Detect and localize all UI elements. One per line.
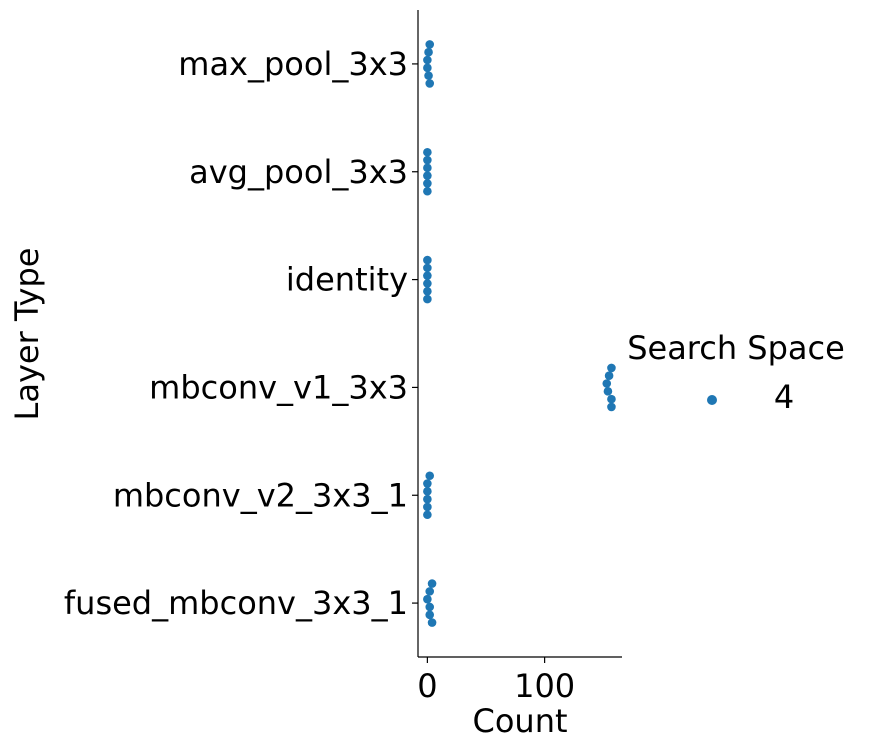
data-point	[423, 55, 432, 65]
data-point	[425, 587, 435, 596]
data-point	[425, 602, 435, 612]
data-point	[423, 171, 432, 180]
data-point	[423, 271, 432, 280]
y-tick-label-fused-mbconv-3x3-1: fused_mbconv_3x3_1	[64, 584, 408, 622]
data-point	[425, 40, 435, 49]
data-point	[427, 618, 437, 627]
data-point	[424, 47, 433, 57]
y-tick-label-avg-pool-3x3: avg_pool_3x3	[189, 153, 408, 191]
data-point	[607, 394, 616, 404]
data-point	[423, 147, 432, 157]
data-point	[423, 502, 432, 512]
data-point	[425, 471, 435, 481]
data-point	[425, 79, 435, 88]
legend-marker	[707, 395, 717, 405]
data-point	[423, 155, 432, 165]
data-point	[602, 379, 612, 388]
data-point	[423, 279, 432, 288]
data-point	[423, 186, 432, 196]
y-tick-label-max-pool-3x3: max_pool_3x3	[178, 45, 408, 83]
x-axis: 0 100	[417, 656, 622, 705]
legend-label: 4	[774, 378, 794, 416]
data-point	[423, 163, 432, 173]
data-point	[423, 510, 432, 520]
data-point	[423, 494, 432, 504]
data-point	[423, 594, 432, 604]
data-point	[423, 294, 432, 304]
data-point	[423, 286, 432, 296]
legend: Search Space 4	[627, 329, 845, 416]
data-point	[607, 402, 616, 412]
x-axis-title: Count	[472, 702, 567, 740]
data-point	[427, 579, 437, 588]
x-tick-label: 0	[417, 667, 437, 705]
data-points	[423, 40, 616, 627]
data-point	[425, 610, 435, 620]
data-point	[423, 487, 432, 496]
data-point	[423, 479, 432, 488]
y-tick-label-identity: identity	[286, 261, 408, 299]
data-point	[607, 363, 616, 373]
x-tick-label: 100	[514, 667, 575, 705]
y-axis-title: Layer Type	[8, 248, 46, 421]
data-point	[423, 179, 432, 188]
data-point	[423, 263, 432, 273]
data-point	[423, 63, 432, 73]
y-tick-label-mbconv-v1-3x3: mbconv_v1_3x3	[149, 368, 408, 406]
data-point	[603, 387, 613, 396]
y-axis: max_pool_3x3 avg_pool_3x3 identity mbconv_v…	[64, 10, 419, 657]
data-point	[604, 371, 614, 381]
y-tick-label-mbconv-v2-3x3-1: mbconv_v2_3x3_1	[113, 476, 408, 514]
data-point	[423, 255, 432, 265]
legend-title: Search Space	[627, 329, 845, 367]
data-point	[424, 71, 433, 80]
